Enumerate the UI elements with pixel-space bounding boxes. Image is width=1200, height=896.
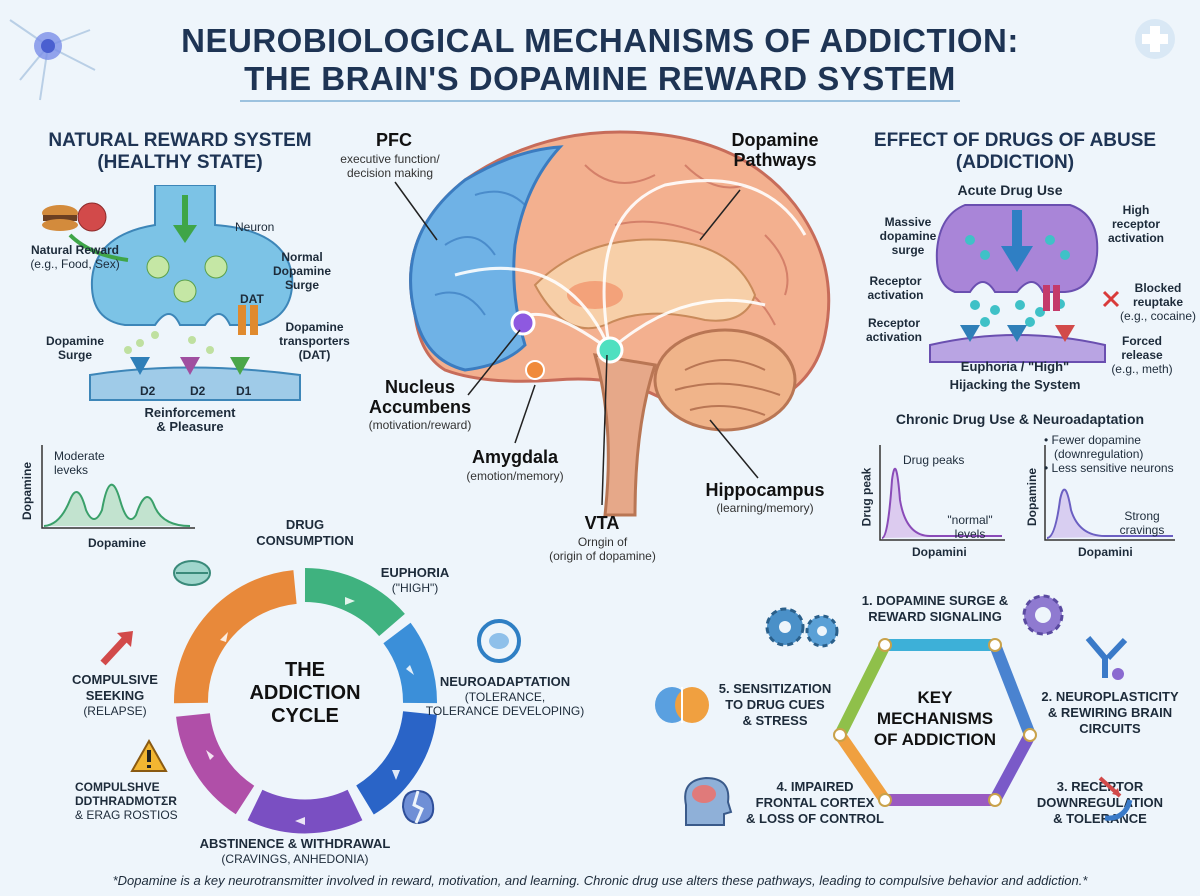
receptor-d2-a: D2 — [140, 384, 156, 398]
page-title-line1: NEUROBIOLOGICAL MECHANISMS OF ADDICTION: — [181, 22, 1019, 59]
downregulation-arrows-icon — [1098, 776, 1133, 821]
graph2-ylabel: Dopamine — [1025, 467, 1040, 527]
sensitized-brain-icon — [655, 687, 709, 723]
forced-label: Forced release (e.g., meth) — [1111, 334, 1173, 376]
pfc-label: PFC — [376, 130, 412, 150]
amygdala-label: Amygdala — [471, 447, 559, 467]
drug-synapse-diagram — [929, 204, 1106, 363]
chronic-bullets: • Fewer dopamine (downregulation) • Less… — [1044, 433, 1174, 475]
hijacking-label: Hijacking the System — [949, 377, 1081, 392]
neuroadaptation-cycle-icon — [477, 619, 521, 663]
broken-brain-icon — [401, 789, 435, 825]
gears-icon — [765, 607, 839, 648]
hippocampus-sub: (learning/memory) — [716, 501, 814, 515]
acute-label: Acute Drug Use — [957, 182, 1063, 198]
graph-xlabel: Dopamine — [88, 536, 147, 550]
pill-icon — [173, 560, 211, 586]
normal-levels-label: "normal"levels — [947, 513, 993, 541]
amygdala-sub: (emotion/memory) — [466, 469, 564, 483]
natural-reward-label: Natural Reward (e.g., Food, Sex) — [30, 243, 120, 271]
page-title-line2: THE BRAIN'S DOPAMINE REWARD SYSTEM — [244, 60, 956, 97]
natural-heading: NATURAL REWARD SYSTEM (HEALTHY STATE) — [48, 130, 312, 173]
reinforcement-label: Reinforcement& Pleasure — [144, 405, 236, 434]
graph2-xlabel: Dopamini — [1078, 545, 1133, 559]
hippocampus-label: Hippocampus — [705, 480, 825, 500]
receptor-d1: D1 — [236, 384, 252, 398]
cycle-euphoria: EUPHORIA ("HIGH") — [380, 565, 450, 595]
natural-synapse-diagram — [42, 185, 301, 401]
drugs-heading: EFFECT OF DRUGS OF ABUSE (ADDICTION) — [873, 130, 1157, 173]
dat-label: DAT — [240, 292, 264, 306]
vta-sub: Orngin of(origin of dopamine) — [549, 535, 656, 563]
synapse-icon — [1085, 636, 1128, 680]
blocked-label: Blocked reuptake (e.g., cocaine) — [1119, 281, 1197, 323]
cycle-neuroadaptation: NEUROADAPTATION (TOLERANCE, TOLERANCE DE… — [425, 674, 585, 718]
graph1-xlabel: Dopamini — [912, 545, 967, 559]
medical-cross-icon — [1135, 19, 1175, 59]
vta-label: VTA — [584, 513, 620, 533]
relapse-arrow-icon — [100, 631, 133, 666]
receptor-d2-b: D2 — [190, 384, 206, 398]
cycle-abstinence: ABSTINENCE & WITHDRAWAL (CRAVINGS, ANHED… — [199, 836, 391, 866]
head-brain-icon — [684, 776, 733, 826]
natural-dopamine-graph — [41, 445, 195, 529]
brain-illustration — [409, 130, 831, 517]
drug-peaks-label: Drug peaks — [903, 453, 965, 467]
chronic-label: Chronic Drug Use & Neuroadaptation — [895, 411, 1145, 427]
graph1-ylabel: Drug peak — [859, 467, 874, 527]
chronic-graph-1 — [879, 445, 1005, 541]
addiction-cycle-ring — [173, 568, 438, 834]
nacc-sub: (motivation/reward) — [368, 418, 472, 432]
warning-icon — [130, 738, 168, 772]
title-divider — [240, 100, 960, 102]
neuron-gear-icon — [1022, 594, 1064, 636]
cycle-seeking: COMPULSIVE SEEKING (RELAPSE) — [72, 672, 158, 718]
blocked-x-icon — [1102, 290, 1120, 308]
key-mechanisms-heptagon — [833, 638, 1037, 807]
chronic-graph-2 — [1044, 445, 1175, 541]
euphoria-label: Euphoria / "High" — [960, 359, 1070, 374]
neuron-label: Neuron — [235, 220, 275, 234]
key-m1: 1. DOPAMINE SURGE &REWARD SIGNALING — [861, 593, 1009, 624]
footnote: *Dopamine is a key neurotransmitter invo… — [112, 873, 1088, 888]
pfc-sub: executive function/decision making — [340, 152, 440, 180]
cycle-compulshve: COMPULSHVE DDTHRADMOTΣR & ERAG ROSTIOS — [75, 780, 178, 822]
neuron-decoration-icon — [9, 19, 96, 101]
